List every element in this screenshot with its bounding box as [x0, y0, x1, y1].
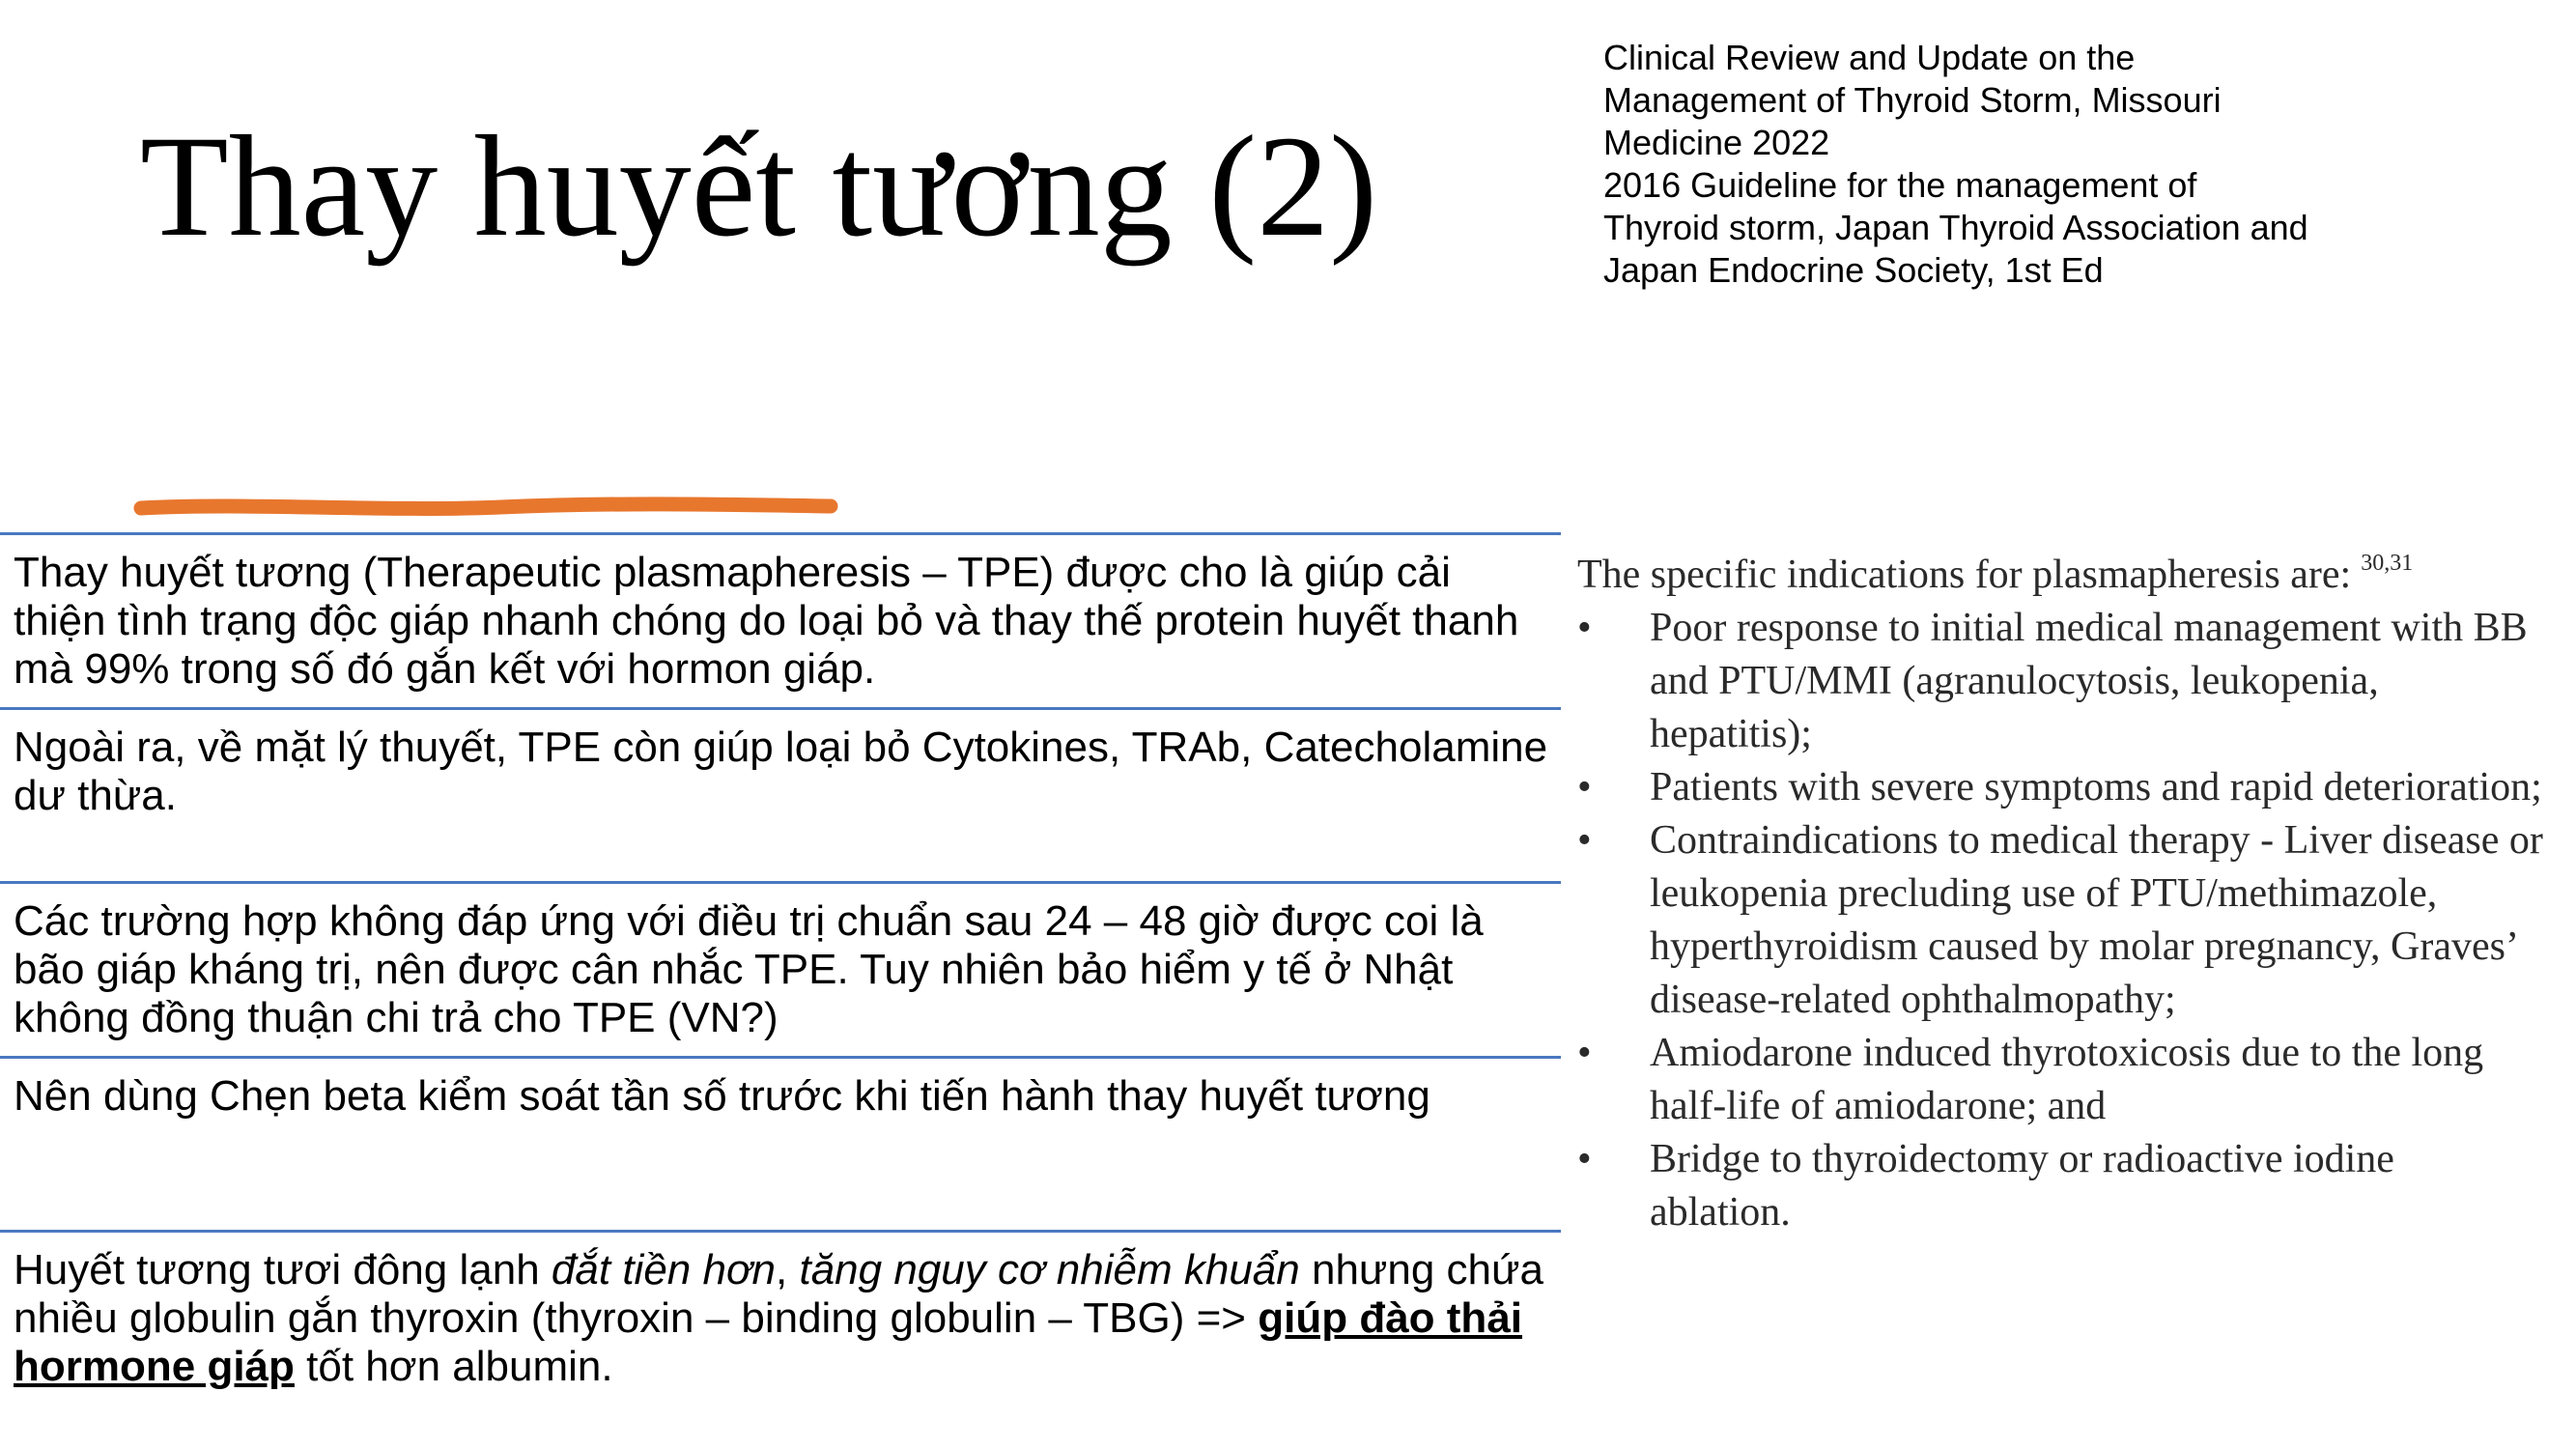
emphasis-text: đắt tiền hơn — [551, 1246, 777, 1293]
bullet-icon: • — [1577, 606, 1592, 650]
excerpt-intro: The specific indications for plasmaphere… — [1577, 537, 2543, 602]
list-item: • Poor response to initial medical manag… — [1577, 602, 2543, 761]
row-text: , — [776, 1246, 800, 1293]
row-text: Huyết tương tươi đông lạnh — [14, 1246, 552, 1293]
excerpt-intro-text: The specific indications for plasmaphere… — [1577, 553, 2352, 597]
reference-line: Clinical Review and Update on the — [1603, 38, 2136, 77]
list-item-text: Patients with severe symptoms and rapid … — [1650, 765, 2542, 810]
table-row: Nên dùng Chẹn beta kiểm soát tần số trướ… — [0, 1056, 1561, 1230]
reference-line: Management of Thyroid Storm, Missouri — [1603, 80, 2222, 120]
table-row: Thay huyết tương (Therapeutic plasmapher… — [0, 532, 1561, 707]
slide-title: Thay huyết tương (2) — [140, 106, 1378, 267]
content-table: Thay huyết tương (Therapeutic plasmapher… — [0, 532, 1561, 1394]
table-row: Các trường hợp không đáp ứng với điều tr… — [0, 881, 1561, 1056]
list-item: • Patients with severe symptoms and rapi… — [1577, 761, 2543, 814]
indication-list: • Poor response to initial medical manag… — [1577, 602, 2543, 1239]
paper-excerpt: The specific indications for plasmaphere… — [1577, 537, 2543, 1239]
emphasis-text: tăng nguy cơ nhiễm khuẩn — [799, 1246, 1300, 1293]
row-text: tốt hơn albumin. — [294, 1343, 613, 1390]
list-item-text: Contraindications to medical therapy - L… — [1650, 818, 2543, 1022]
bullet-icon: • — [1577, 765, 1592, 810]
references-block: Clinical Review and Update on the Manage… — [1603, 37, 2434, 292]
list-item: • Bridge to thyroidectomy or radioactive… — [1577, 1133, 2543, 1239]
bullet-icon: • — [1577, 1137, 1592, 1181]
row-text: Các trường hợp không đáp ứng với điều tr… — [14, 897, 1484, 1041]
citation-superscript: 30,31 — [2361, 551, 2414, 576]
reference-line: Japan Endocrine Society, 1st Ed — [1603, 250, 2104, 290]
handwritten-highlight-stroke — [133, 497, 838, 516]
list-item-text: Bridge to thyroidectomy or radioactive i… — [1650, 1137, 2394, 1235]
highlighted-text: giúp đào thải hormone giáp — [14, 1294, 1522, 1390]
row-text: nhưng chứa nhiều globulin gắn thyroxin (… — [14, 1246, 1543, 1342]
list-item: • Contraindications to medical therapy -… — [1577, 814, 2543, 1027]
list-item-text: Poor response to initial medical managem… — [1650, 606, 2528, 756]
row-text: Ngoài ra, về mặt lý thuyết, TPE còn giúp… — [14, 724, 1548, 819]
table-row: Huyết tương tươi đông lạnh đắt tiền hơn,… — [0, 1230, 1561, 1394]
row-text: Thay huyết tương (Therapeutic plasmapher… — [14, 549, 1519, 693]
row-text: Nên dùng Chẹn beta kiểm soát tần số trướ… — [14, 1072, 1430, 1120]
bullet-icon: • — [1577, 818, 1592, 863]
bullet-icon: • — [1577, 1031, 1592, 1075]
reference-line: 2016 Guideline for the management of — [1603, 165, 2197, 205]
reference-line: Medicine 2022 — [1603, 123, 1830, 162]
list-item: • Amiodarone induced thyrotoxicosis due … — [1577, 1027, 2543, 1133]
reference-line: Thyroid storm, Japan Thyroid Association… — [1603, 208, 2308, 247]
list-item-text: Amiodarone induced thyrotoxicosis due to… — [1650, 1031, 2484, 1128]
table-row: Ngoài ra, về mặt lý thuyết, TPE còn giúp… — [0, 707, 1561, 881]
